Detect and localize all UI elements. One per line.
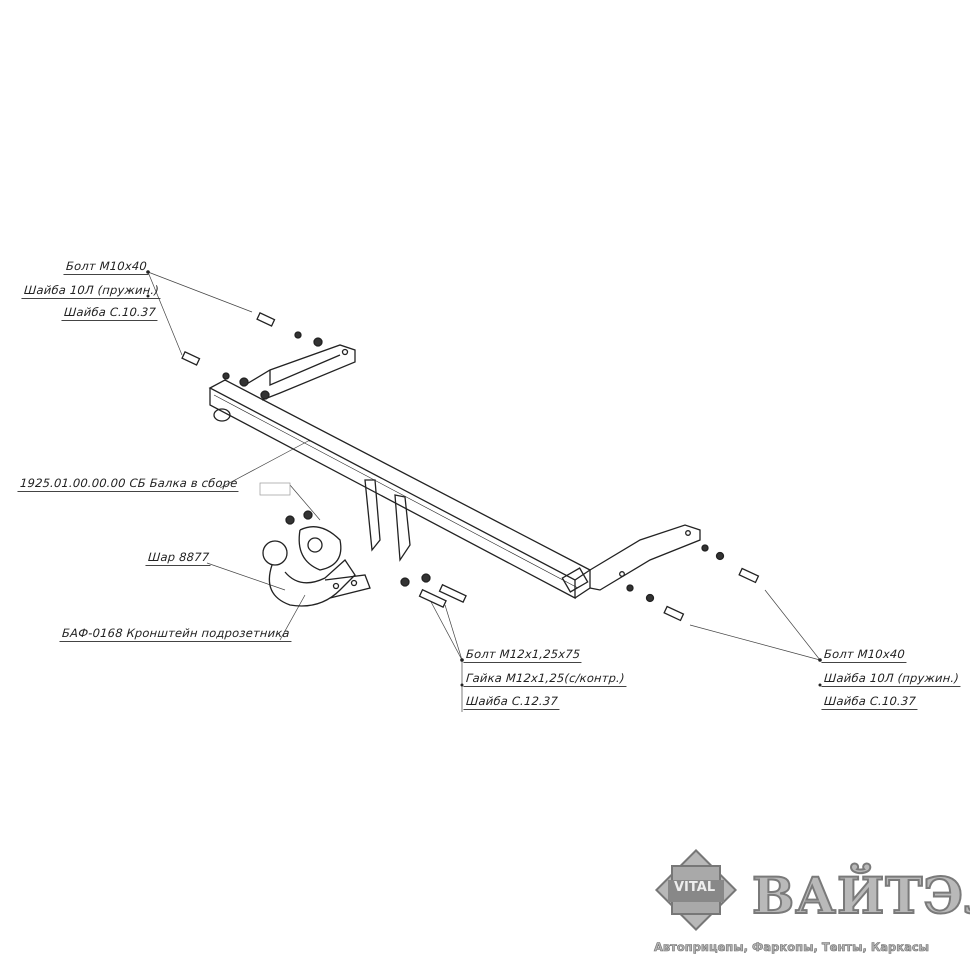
left-bracket	[244, 344, 356, 401]
vital-emblem-logo	[654, 848, 738, 932]
label-right-bolt: Болт М10х40	[821, 647, 908, 663]
label-right-washer-spring: Шайба 10Л (пружин.)	[821, 671, 962, 687]
tow-ball-assembly	[262, 526, 371, 607]
label-left-bolt: Болт М10х40	[63, 259, 150, 275]
label-left-washer: Шайба С.10.37	[61, 305, 159, 321]
leader-lines	[147, 271, 821, 712]
label-center-washer: Шайба С.12.37	[463, 694, 561, 710]
fasteners	[181, 312, 760, 622]
leader-dots	[146, 270, 822, 687]
label-socket-bracket: БАФ-0168 Кронштейн подрозетника	[59, 626, 293, 642]
label-ball: Шар 8877	[145, 550, 212, 566]
label-center-nut: Гайка М12х1,25(с/контр.)	[463, 671, 628, 687]
logo-emblem-text: VITAL	[674, 880, 716, 895]
label-beam: 1925.01.00.00.00 СБ Балка в сборе	[17, 476, 241, 492]
label-left-washer-spring: Шайба 10Л (пружин.)	[21, 283, 162, 299]
data-plate	[259, 482, 291, 496]
label-right-washer: Шайба С.10.37	[821, 694, 919, 710]
label-center-bolt: Болт М12х1,25х75	[463, 647, 583, 663]
right-bracket	[589, 524, 701, 591]
logo-name: ВАЙТЭЛ	[751, 865, 970, 926]
center-plates	[364, 479, 411, 562]
logo-tagline: Автоприцепы, Фаркопы, Тенты, Каркасы	[654, 940, 930, 955]
beam	[208, 379, 592, 600]
